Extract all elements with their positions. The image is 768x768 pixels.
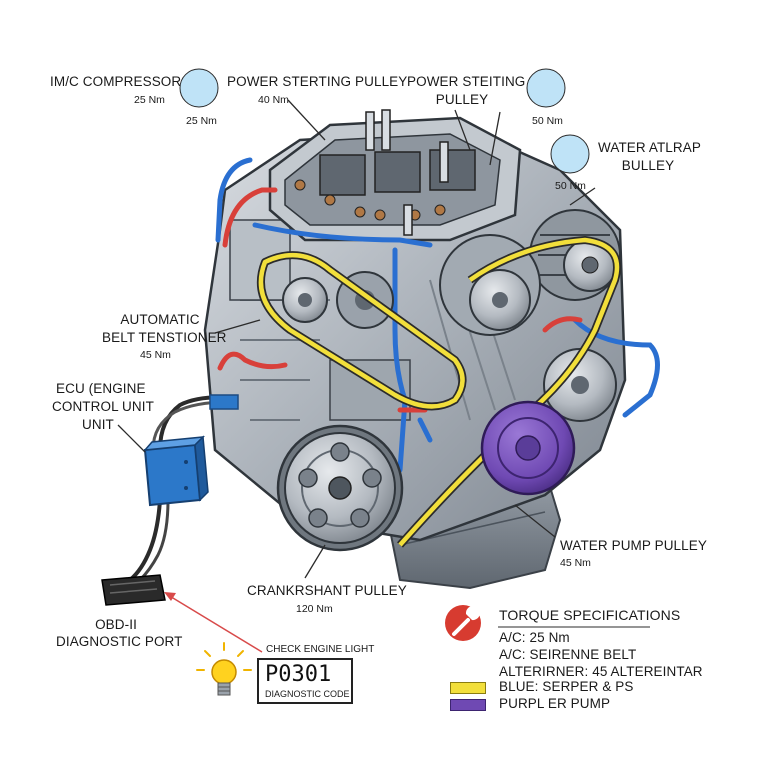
power-steering-2-label-line1: POWER STEITING bbox=[407, 74, 526, 89]
legend-swatch-purple bbox=[450, 699, 486, 711]
belt-tensioner-torque: 45 Nm bbox=[140, 349, 171, 361]
serpentine-belt bbox=[258, 237, 620, 547]
legend-swatch-label: BLUE: SERPER & PS bbox=[499, 679, 634, 694]
wrench-icon bbox=[445, 605, 481, 641]
diagnostic-code-box: P0301 DIAGNOSTIC CODE bbox=[257, 658, 353, 704]
obd-label-line1: OBD-II bbox=[95, 617, 137, 632]
power-steering-torque: 40 Nm bbox=[258, 94, 289, 106]
legend-swatch-label: PURPL ER PUMP bbox=[499, 696, 611, 711]
legend-swatch-yellow bbox=[450, 682, 486, 694]
diagnostic-code: P0301 bbox=[265, 662, 332, 687]
check-engine-caption: CHECK ENGINE LIGHT bbox=[266, 644, 375, 655]
ecu-label-line1: ECU (ENGINE bbox=[56, 381, 146, 396]
ecu-box bbox=[143, 435, 209, 507]
obd-arrow bbox=[164, 592, 263, 653]
marker-circle-icon bbox=[179, 68, 219, 108]
leader-lines bbox=[117, 99, 596, 579]
light-bulb-icon bbox=[196, 642, 252, 696]
ecu-label-line3: UNIT bbox=[82, 417, 114, 432]
power-steering-2-label-line2: PULLEY bbox=[435, 92, 489, 107]
diagnostic-code-label: DIAGNOSTIC CODE bbox=[265, 689, 350, 699]
power-steering-2-torque: 50 Nm bbox=[532, 115, 563, 127]
belt-tensioner-label-line2: BELT TENSTIONER bbox=[102, 330, 227, 345]
red-hoses bbox=[217, 187, 583, 413]
water-pump-torque: 45 Nm bbox=[560, 557, 591, 569]
water-atlrap-label-line2: BULLEY bbox=[621, 158, 675, 173]
ac-compressor-torque: 25 Nm bbox=[134, 94, 165, 106]
marker-circle-icon bbox=[550, 134, 590, 174]
ac-compressor-label: IM/C COMPRESSOR bbox=[50, 74, 182, 89]
power-steering-label: POWER STERTING PULLEY bbox=[227, 74, 408, 89]
ecu-harness bbox=[128, 394, 239, 582]
torque-legend-line: ALTERIRNER: 45 ALTEREINTAR bbox=[499, 664, 703, 679]
crankshaft-label: CRANKRSHANT PULLEY bbox=[247, 583, 407, 598]
belt-tensioner-label-line1: AUTOMATIC bbox=[120, 312, 200, 327]
torque-legend-title: TORQUE SPECIFICATIONS bbox=[499, 607, 681, 623]
obd-port bbox=[101, 574, 166, 606]
marker-circles bbox=[179, 68, 590, 174]
torque-legend-line: A/C: SEIRENNE BELT bbox=[499, 647, 637, 662]
ac-marker-torque: 25 Nm bbox=[186, 115, 217, 127]
alternator bbox=[529, 209, 621, 301]
obd-label-line2: DIAGNOSTIC PORT bbox=[56, 634, 183, 649]
marker-circle-icon bbox=[526, 68, 566, 108]
ecu-label-line2: CONTROL UNIT bbox=[52, 399, 154, 414]
crankshaft-torque: 120 Nm bbox=[296, 603, 333, 615]
cylinder-head bbox=[268, 109, 522, 242]
water-atlrap-label-line1: WATER ATLRAP bbox=[598, 140, 701, 155]
water-atlrap-torque: 50 Nm bbox=[555, 180, 586, 192]
water-pump-label: WATER PUMP PULLEY bbox=[560, 538, 707, 553]
water-pump-pulley bbox=[480, 400, 576, 496]
torque-legend-line: A/C: 25 Nm bbox=[499, 630, 570, 645]
crankshaft-pulley bbox=[276, 424, 404, 552]
idler-pulley bbox=[543, 348, 617, 422]
